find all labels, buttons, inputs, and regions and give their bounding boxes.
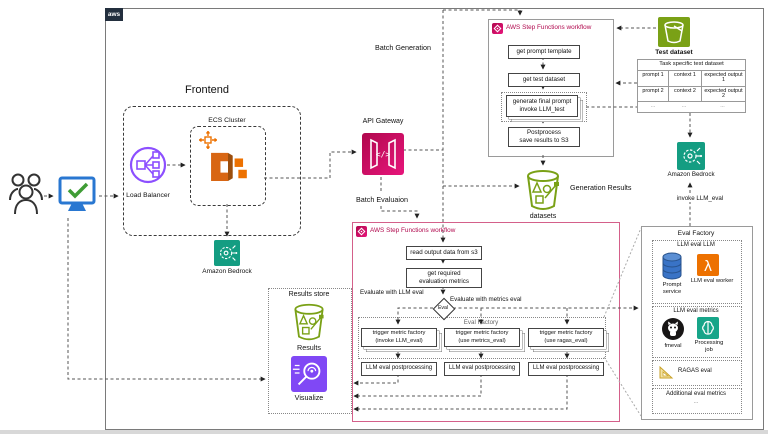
flow-invoke-llm-test: [586, 106, 693, 138]
llm-eval-llm-title: LLM eval LLM: [677, 242, 715, 248]
bedrock-frontend-label: Amazon Bedrock: [202, 268, 252, 275]
test-dataset-label: Test dataset: [655, 49, 693, 56]
additional-metrics-label: Additional eval metrics: [665, 391, 727, 397]
step-postprocess: Postprocess save results to S3: [508, 127, 580, 147]
batch-generation-label: Batch Generation: [375, 43, 431, 52]
ragas-box: [652, 360, 742, 386]
main-border: [105, 8, 764, 430]
api-gateway-label: API Gateway: [362, 118, 404, 125]
table-title: Task specific test dataset: [638, 60, 745, 71]
step-get-prompt-template: get prompt template: [508, 45, 580, 59]
load-balancer-icon: [129, 146, 167, 184]
prompt-service-db-icon: [662, 252, 682, 280]
evaluation-workflow-box: [352, 222, 620, 422]
step-get-test-dataset: get test dataset: [508, 73, 580, 87]
users-icon: [9, 173, 43, 215]
step-get-metrics: get required evaluation metrics: [406, 268, 482, 288]
batch-evaluation-label: Batch Evaluaion: [350, 195, 414, 205]
llm-eval-metrics-box: [652, 306, 742, 358]
results-bucket-icon: [294, 303, 324, 341]
ecs-cluster-label: ECS Cluster: [190, 117, 264, 124]
prompt-service-label: Prompt service: [662, 282, 682, 295]
svg-text:</>: </>: [376, 150, 391, 159]
postprocessing-1: LLM eval postprocessing: [361, 362, 437, 376]
generation-results-label: Generation Results: [570, 183, 632, 192]
bedrock-eval-label: Amazon Bedrock: [667, 171, 715, 178]
datasets-label: datasets: [529, 213, 557, 220]
branch-llm-label: Evaluate with LLM eval: [360, 289, 424, 296]
branch-metrics-label: Evaluate with metrics eval: [450, 296, 522, 303]
frontend-box: [123, 106, 301, 236]
invoke-llm-eval-label: invoke LLM_eval: [670, 195, 730, 203]
stepfunctions-icon: [356, 226, 367, 237]
processing-job-icon: [697, 317, 719, 339]
results-store-title: Results store: [288, 291, 330, 298]
ecs-service-icon: [211, 152, 247, 182]
flow-apigw-genwf: [443, 9, 523, 16]
test-dataset-icon: [658, 17, 690, 47]
bedrock-eval-icon: [677, 142, 705, 170]
additional-metrics-ellipsis: ...: [693, 399, 699, 405]
eval-decision-diamond: Eval: [432, 297, 456, 321]
eval-factory-panel: [641, 226, 753, 420]
trigger-ragas-eval: trigger metric factory (use ragas_eval): [528, 328, 604, 347]
datasets-bucket-icon: [527, 170, 559, 210]
generation-workflow-box: [488, 19, 614, 157]
processing-job-label: Processing job: [694, 340, 724, 353]
trigger-metrics-eval: trigger metric factory (use metrics_eval…: [444, 328, 520, 347]
stepfunctions-icon: [492, 23, 503, 34]
visualize-icon: [291, 356, 327, 392]
ecs-cluster-box: [190, 126, 266, 206]
fmeval-label: fmeval: [664, 343, 682, 349]
evaluation-workflow-title: AWS Step Functions workflow: [370, 227, 456, 234]
llm-eval-worker-label: LLM eval worker: [690, 278, 734, 284]
lambda-icon: λ: [697, 254, 719, 276]
frontend-title: Frontend: [184, 84, 230, 96]
results-store-box: [268, 288, 352, 414]
ecs-scaling-icon: [199, 131, 217, 149]
monitor-check-icon: [58, 176, 96, 211]
api-gateway-icon: </>: [362, 133, 404, 175]
generation-workflow-title: AWS Step Functions workflow: [506, 24, 592, 31]
step-read-output: read output data from s3: [406, 246, 482, 260]
map-state-frame: [501, 92, 587, 122]
ragas-icon: [659, 365, 674, 379]
load-balancer-label: Load Balancer: [126, 192, 170, 199]
eval-factory-inline-title: Eval Factory: [463, 319, 499, 326]
step-generate-final-prompt: generate final prompt invoke LLM_test: [506, 95, 578, 117]
llm-eval-metrics-title: LLM eval metrics: [673, 308, 719, 314]
github-icon: [662, 318, 684, 340]
bottom-edge: [0, 430, 768, 434]
bedrock-frontend-icon: [214, 240, 240, 266]
postprocessing-2: LLM eval postprocessing: [444, 362, 520, 376]
eval-factory-panel-title: Eval Factory: [677, 230, 715, 237]
results-label: Results: [297, 343, 321, 352]
additional-metrics-box: [652, 388, 742, 414]
postprocessing-3: LLM eval postprocessing: [528, 362, 604, 376]
trigger-llm-eval: trigger metric factory (invoke LLM_eval): [361, 328, 437, 347]
ragas-label: RAGAS eval: [678, 368, 712, 374]
table-row-ellipsis: .........: [650, 103, 725, 110]
llm-eval-llm-box: [652, 240, 742, 304]
flow-users-visualize: [67, 218, 266, 382]
flow-ecs-apigw: [264, 149, 357, 179]
visualize-label: Visualize: [294, 393, 324, 402]
aws-logo: aws: [105, 8, 123, 21]
svg-text:λ: λ: [704, 259, 712, 275]
